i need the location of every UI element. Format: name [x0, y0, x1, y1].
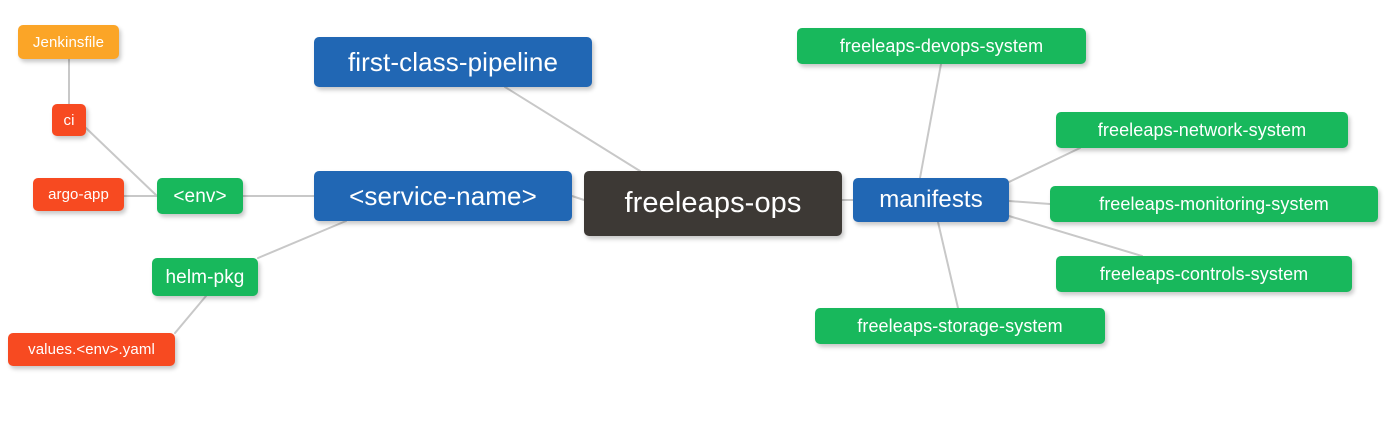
mindmap-node-monitoring-system[interactable]: freeleaps-monitoring-system: [1050, 186, 1378, 222]
mindmap-node-ci[interactable]: ci: [52, 104, 86, 136]
mindmap-node-label: freeleaps-monitoring-system: [1099, 194, 1329, 214]
mindmap-node-label: <env>: [173, 185, 227, 207]
mindmap-node-label: values.<env>.yaml: [28, 341, 155, 358]
mindmap-node-devops-system[interactable]: freeleaps-devops-system: [797, 28, 1086, 64]
edge-manifests-to-monitoring-system: [1008, 200, 1051, 205]
mindmap-node-jenkinsfile[interactable]: Jenkinsfile: [18, 25, 119, 59]
mindmap-node-storage-system[interactable]: freeleaps-storage-system: [815, 308, 1105, 344]
mindmap-node-label: helm-pkg: [165, 266, 245, 288]
edge-manifests-to-controls-system: [1008, 215, 1143, 257]
mindmap-node-freeleaps-ops[interactable]: freeleaps-ops: [584, 171, 842, 236]
mindmap-node-label: freeleaps-controls-system: [1099, 264, 1309, 284]
mindmap-node-label: <service-name>: [349, 181, 537, 211]
mindmap-node-env[interactable]: <env>: [157, 178, 243, 214]
edge-manifests-to-network-system: [1008, 147, 1081, 183]
mindmap-node-label: Jenkinsfile: [32, 33, 105, 51]
mindmap-node-label: freeleaps-devops-system: [839, 36, 1044, 56]
mindmap-node-label: argo-app: [48, 186, 109, 203]
mindmap-node-label: freeleaps-storage-system: [857, 316, 1063, 336]
mindmap-node-values-env-yaml[interactable]: values.<env>.yaml: [8, 333, 175, 366]
edge-manifests-to-devops-system: [919, 63, 942, 179]
edge-manifests-to-storage-system: [937, 221, 959, 309]
mindmap-node-network-system[interactable]: freeleaps-network-system: [1056, 112, 1348, 148]
mindmap-node-manifests[interactable]: manifests: [853, 178, 1009, 222]
mindmap-node-argo-app[interactable]: argo-app: [33, 178, 124, 211]
mindmap-node-label: ci: [63, 111, 75, 129]
edge-first-class-pipeline-to-freeleaps-ops: [504, 86, 641, 172]
edge-helm-pkg-to-service-name: [257, 220, 347, 259]
mindmap-node-first-class-pipeline[interactable]: first-class-pipeline: [314, 37, 592, 87]
mindmap-node-service-name[interactable]: <service-name>: [314, 171, 572, 221]
mindmap-node-helm-pkg[interactable]: helm-pkg: [152, 258, 258, 296]
mindmap-node-label: freeleaps-ops: [624, 187, 802, 219]
mindmap-node-controls-system[interactable]: freeleaps-controls-system: [1056, 256, 1352, 292]
mindmap-node-label: manifests: [879, 186, 983, 213]
edge-service-name-to-freeleaps-ops: [571, 195, 585, 201]
mindmap-node-label: freeleaps-network-system: [1097, 120, 1307, 140]
edge-values-env-yaml-to-helm-pkg: [174, 295, 207, 334]
mindmap-node-label: first-class-pipeline: [347, 47, 559, 77]
